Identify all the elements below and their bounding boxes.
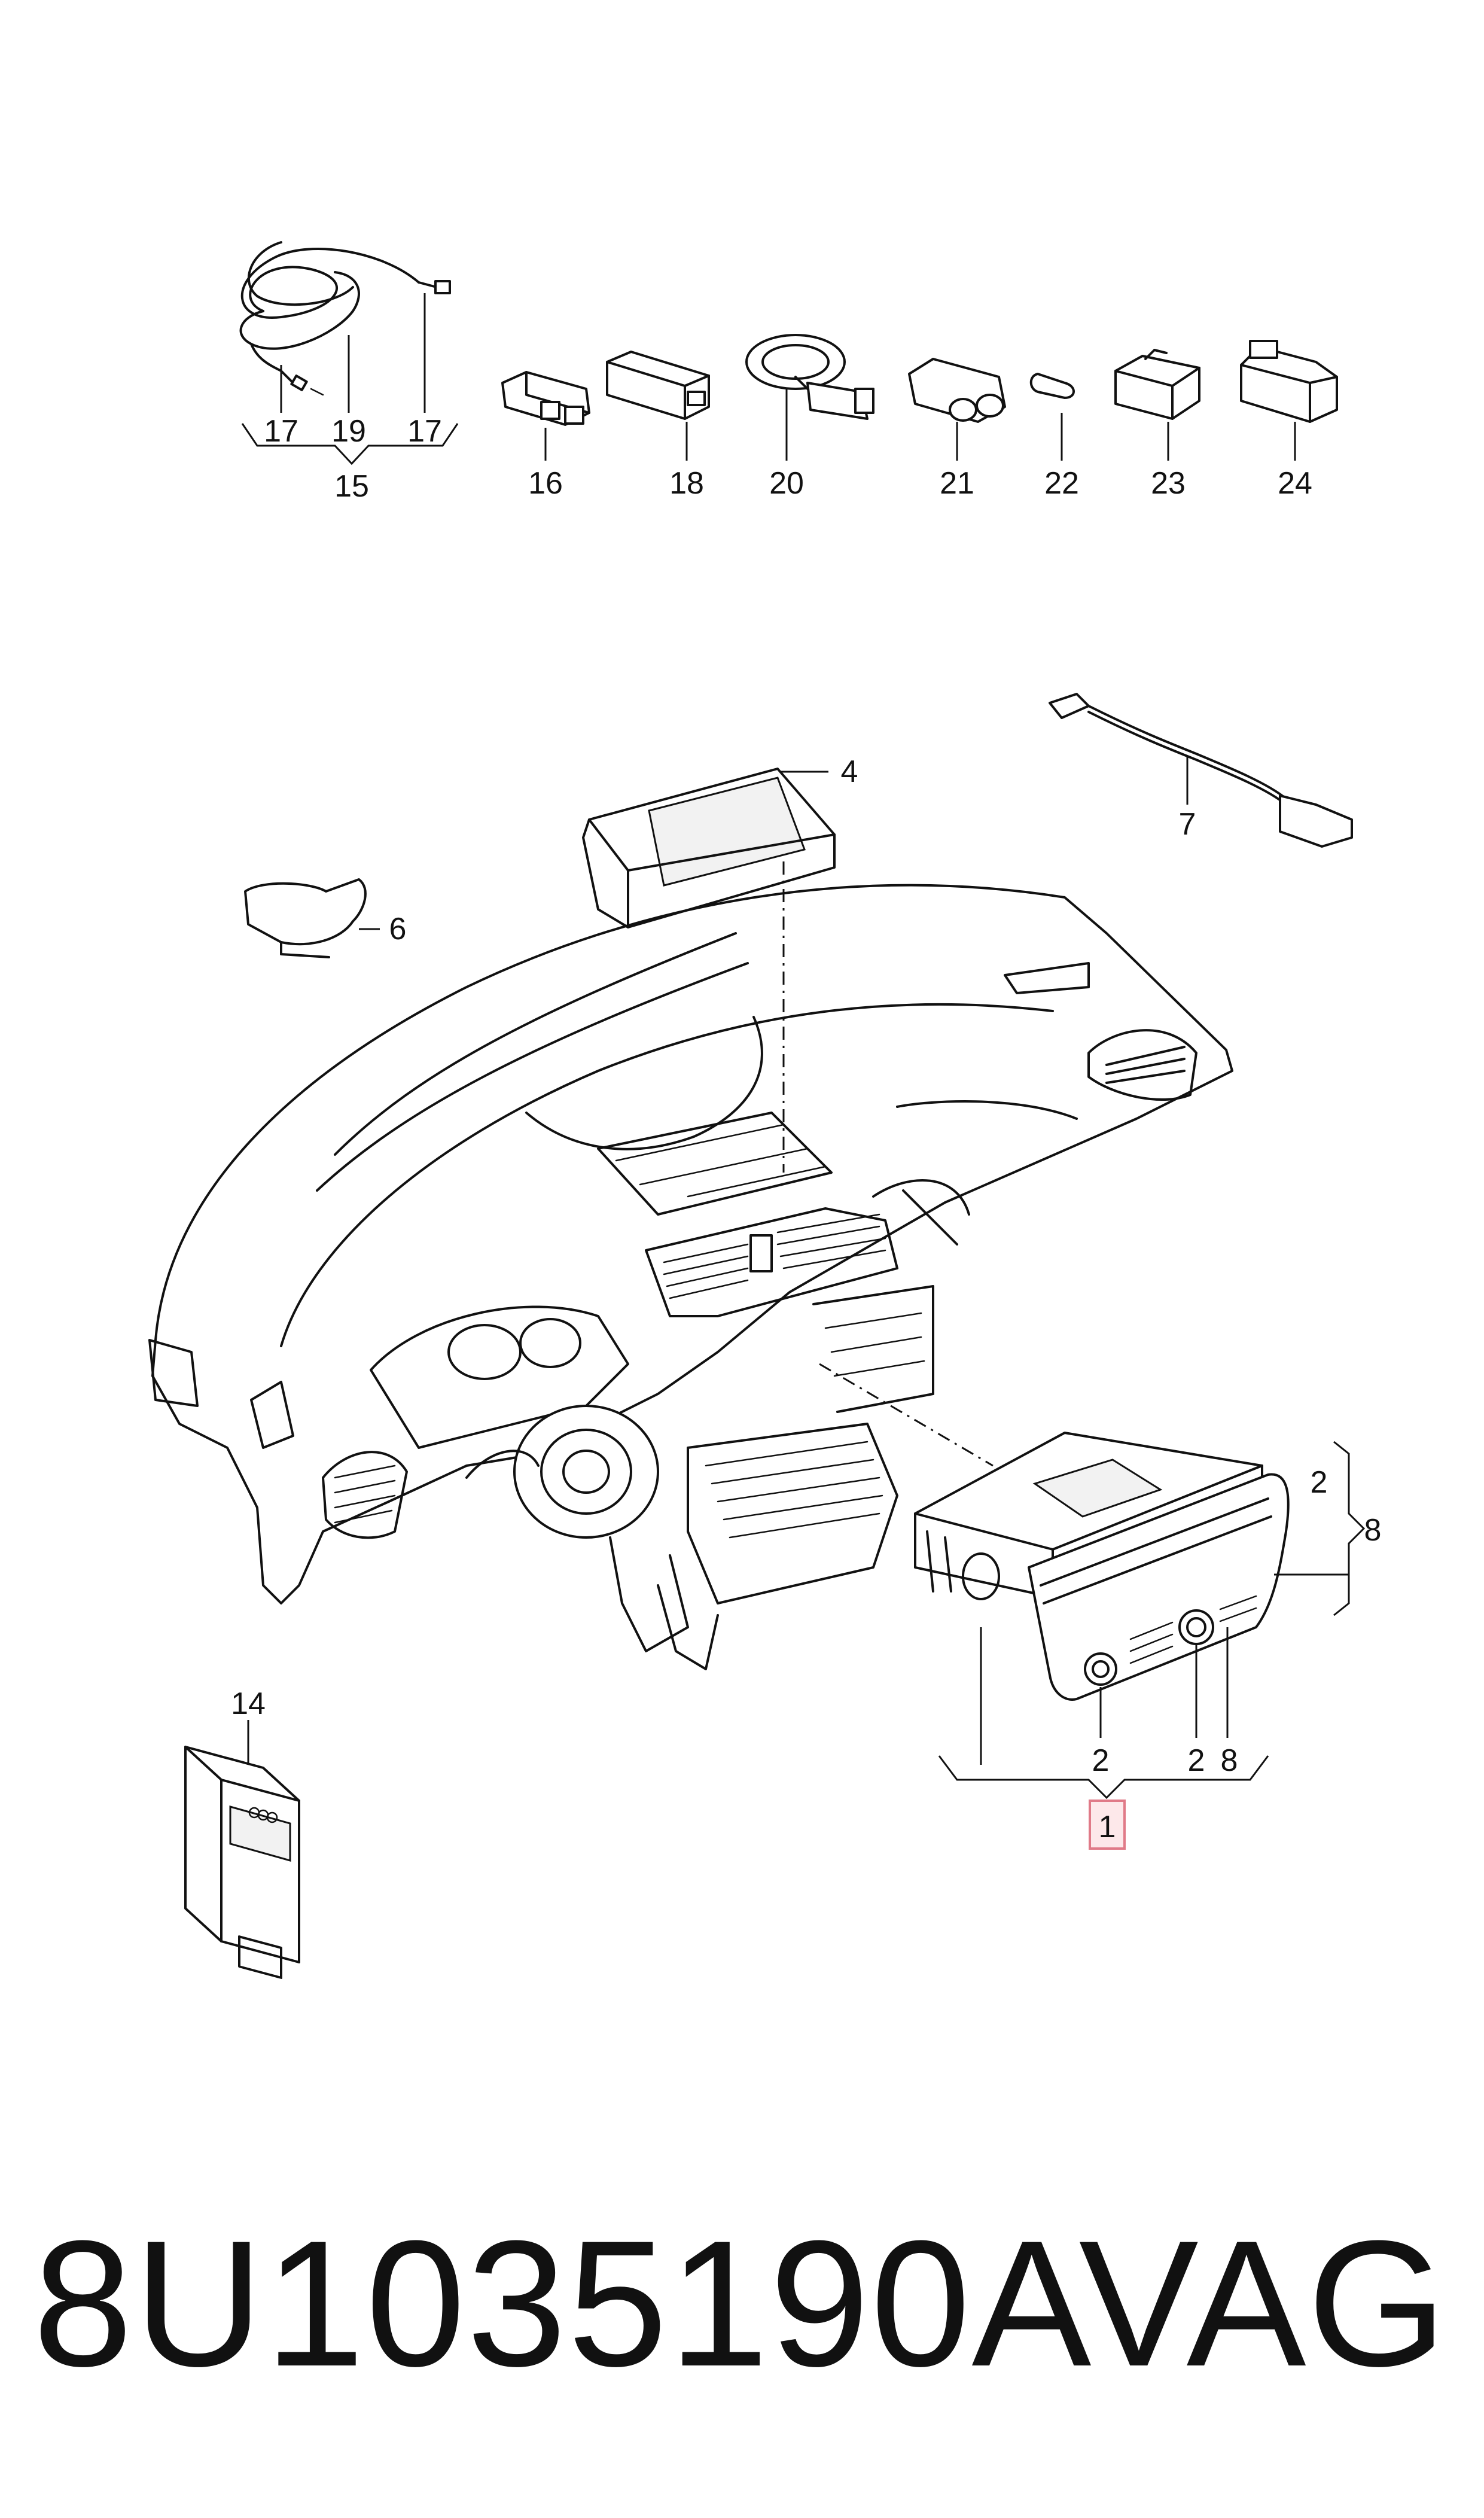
callout-1: 1 (1099, 1810, 1116, 1844)
callout-8-bottom: 8 (1221, 1743, 1238, 1778)
callout-16: 16 (528, 466, 563, 501)
callout-19: 19 (331, 414, 366, 449)
connector-24 (1240, 340, 1338, 423)
callout-17-left: 17 (264, 414, 298, 449)
connector-21 (908, 358, 1006, 423)
dashboard (151, 884, 1233, 1604)
sensor-cover-6 (244, 878, 367, 958)
callout-2-right: 2 (1311, 1465, 1328, 1500)
callout-4: 4 (841, 754, 858, 789)
center-vents (645, 1207, 898, 1317)
callout-2-a: 2 (1092, 1743, 1110, 1778)
callout-15: 15 (334, 469, 369, 504)
callout-20: 20 (769, 466, 804, 501)
callout-17-right: 17 (407, 414, 442, 449)
left-vent (148, 1339, 408, 1539)
instrument-cluster (370, 1305, 629, 1449)
cover-23 (1114, 349, 1200, 420)
radio-unit-1 (914, 1432, 1290, 1701)
display-screen-4 (582, 768, 836, 928)
callout-7: 7 (1179, 807, 1196, 842)
manual-booklet-14 (184, 1746, 300, 1980)
connector-16 (501, 371, 590, 426)
pin-22 (1029, 373, 1075, 399)
coiled-cable-assembly (239, 241, 451, 396)
callout-6: 6 (389, 912, 407, 946)
callout-1-highlight (1089, 1800, 1126, 1850)
steering-column (465, 1405, 689, 1652)
connector-18 (606, 351, 710, 420)
guide-line-radio (819, 1363, 994, 1467)
antenna-cable-7 (1049, 693, 1353, 848)
part-number: 8U1035190A (33, 2203, 1093, 2404)
connector-20-ring (745, 334, 874, 420)
console-opening (597, 1112, 833, 1216)
callout-22: 22 (1044, 466, 1079, 501)
cross-member (657, 1285, 934, 1670)
callout-18: 18 (669, 466, 704, 501)
callout-21: 21 (940, 466, 974, 501)
callout-2-b: 2 (1188, 1743, 1205, 1778)
callout-8-right: 8 (1364, 1513, 1382, 1548)
brand-label: VAG (1078, 2203, 1448, 2404)
callout-14: 14 (231, 1686, 266, 1721)
callout-24: 24 (1278, 466, 1312, 501)
callout-23: 23 (1151, 466, 1186, 501)
